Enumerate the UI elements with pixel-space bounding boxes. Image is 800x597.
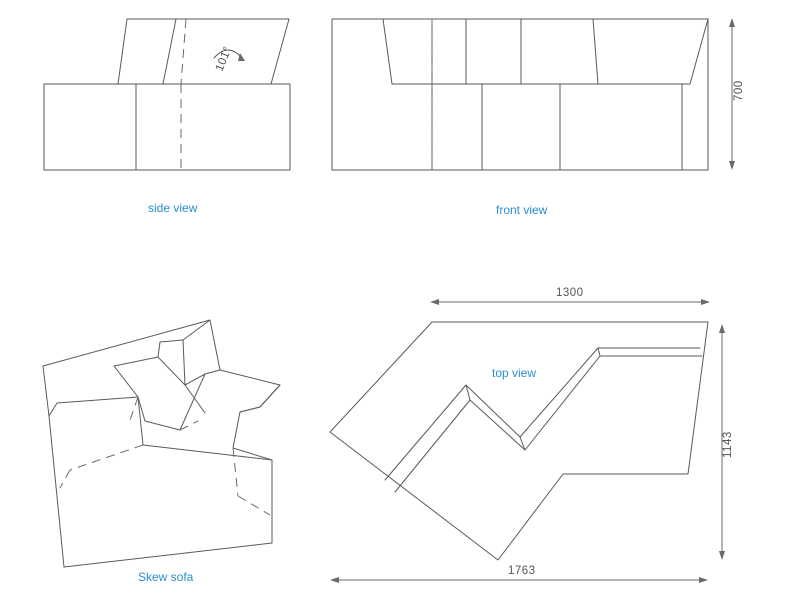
- height-dimension: 700: [733, 80, 745, 101]
- side-view-caption: side view: [148, 201, 198, 215]
- side-view-drawing: 101°: [43, 18, 291, 171]
- isometric-sofa-drawing: [42, 319, 281, 568]
- front-view-caption: front view: [496, 203, 548, 217]
- top-width-dimension: 1300: [556, 287, 584, 299]
- top-view-caption: top view: [492, 366, 536, 380]
- depth-dimension: 1143: [722, 431, 734, 458]
- overall-width-dimension: 1763: [508, 565, 536, 577]
- angle-label: 101°: [214, 45, 235, 73]
- skew-sofa-caption: Skew sofa: [138, 570, 194, 584]
- top-view-drawing: 1300 1763 1143: [329, 287, 734, 583]
- front-view-drawing: 700: [331, 18, 745, 171]
